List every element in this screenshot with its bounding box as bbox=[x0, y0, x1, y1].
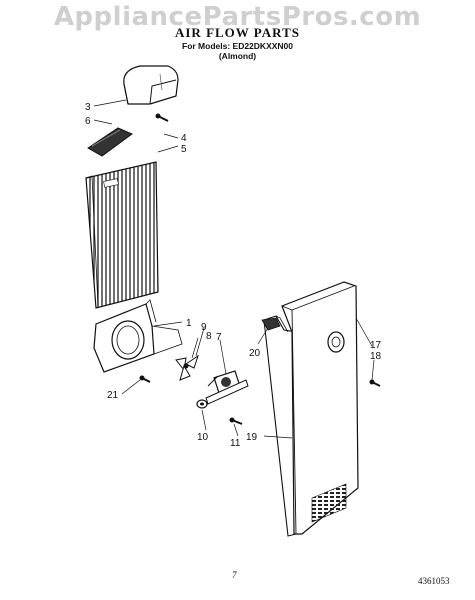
callout-17: 17 bbox=[370, 340, 382, 351]
callout-1: 1 bbox=[186, 318, 192, 329]
screw-21 bbox=[139, 375, 151, 383]
screw-18 bbox=[369, 379, 381, 387]
diagram-title: AIR FLOW PARTS bbox=[174, 25, 301, 40]
callout-3: 3 bbox=[85, 102, 91, 113]
grille-cover bbox=[85, 161, 159, 309]
callout-18: 18 bbox=[370, 351, 382, 362]
fan-shroud bbox=[93, 299, 183, 373]
gasket-strip bbox=[261, 315, 297, 537]
callout-4: 4 bbox=[181, 133, 187, 144]
callout-19: 19 bbox=[246, 432, 258, 443]
callout-10: 10 bbox=[197, 432, 209, 443]
callouts: 3 6 4 5 1 9 8 7 10 11 21 20 19 17 18 bbox=[85, 102, 382, 449]
color-line: (Almond) bbox=[218, 51, 257, 61]
fan-blade bbox=[175, 354, 199, 381]
callout-20: 20 bbox=[249, 348, 261, 359]
callout-21: 21 bbox=[107, 390, 119, 401]
callout-8: 8 bbox=[206, 331, 212, 342]
document-number: 4361053 bbox=[418, 576, 450, 586]
grommet bbox=[196, 399, 208, 409]
screw-11 bbox=[229, 417, 243, 425]
air-duct-cap bbox=[123, 65, 179, 105]
callout-6: 6 bbox=[85, 116, 91, 127]
page-number: 7 bbox=[232, 570, 237, 580]
callout-5: 5 bbox=[181, 144, 187, 155]
watermark: AppliancePartsPros.com bbox=[53, 2, 422, 32]
fan-motor bbox=[205, 370, 249, 405]
leader-lines bbox=[93, 99, 375, 439]
damper-insulator bbox=[87, 127, 134, 157]
callout-11: 11 bbox=[230, 438, 241, 449]
callout-7: 7 bbox=[216, 332, 222, 343]
screw-4 bbox=[155, 113, 169, 122]
callout-9: 9 bbox=[201, 322, 207, 333]
model-line: For Models: ED22DKXXN00 bbox=[182, 41, 293, 51]
rear-panel bbox=[281, 281, 359, 535]
